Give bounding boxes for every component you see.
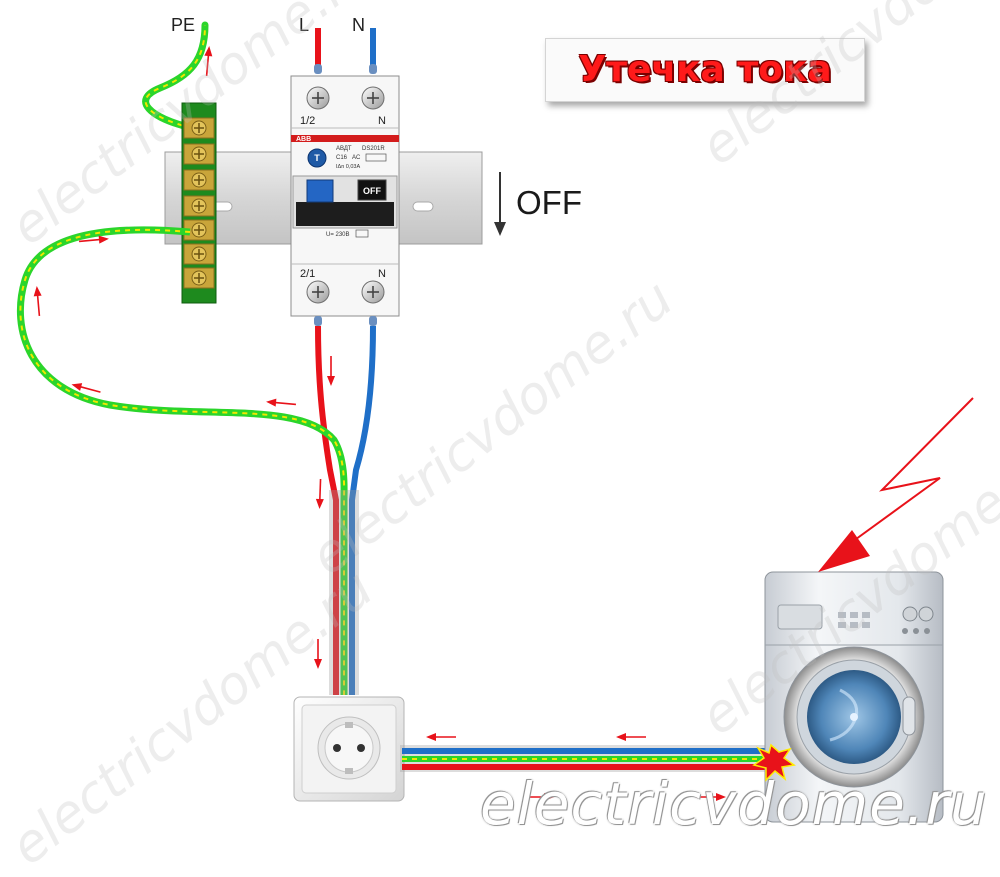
breaker-type: АВДТ [336, 146, 352, 152]
screw-terminal-icon [183, 117, 215, 139]
socket-icon [293, 696, 405, 802]
flow-arrow-icon [426, 733, 456, 741]
pole-top-right-label: N [378, 115, 386, 127]
screw-terminal-icon [183, 143, 215, 165]
breaker-brand: ABB [296, 136, 311, 143]
flow-arrow-icon [524, 793, 554, 801]
screw-terminal-icon [183, 267, 215, 289]
flow-arrow-icon [314, 639, 322, 669]
pe-wire-top [142, 21, 209, 132]
flow-arrow-icon [266, 398, 297, 407]
screw-terminal-icon [306, 86, 330, 110]
flow-arrow-icon [315, 478, 324, 509]
rcbo-breaker: ABB T АВДТ DS201R C16 AC IΔn 0,03A OFF U… [290, 75, 400, 317]
appliance-cable [400, 745, 768, 772]
pole-bottom-right-label: N [378, 268, 386, 280]
lightning-bolt-icon [818, 397, 974, 572]
screw-terminal-icon [183, 169, 215, 191]
earth-busbar [181, 102, 217, 304]
l-label: L [299, 15, 310, 35]
n-label: N [352, 15, 365, 35]
flow-arrow-icon [71, 383, 101, 393]
screw-terminal-icon [361, 86, 385, 110]
page-title: Утечка тока [578, 49, 832, 90]
flow-arrow-icon [616, 733, 646, 741]
breaker-rating: C16 [336, 155, 348, 161]
title-box: Утечка тока [545, 38, 865, 102]
test-button[interactable] [307, 148, 327, 168]
screw-terminal-icon [306, 280, 330, 304]
incoming-wires [314, 28, 377, 74]
flow-arrows [33, 46, 726, 801]
flow-arrow-icon [78, 235, 109, 244]
flow-arrow-icon [696, 793, 726, 801]
toggle-lever[interactable] [306, 179, 334, 203]
breaker-current-type: AC [352, 155, 361, 161]
leakage-diagram: ABB T АВДТ DS201R C16 AC IΔn 0,03A OFF U… [16, 21, 974, 823]
flow-arrow-icon [204, 46, 213, 77]
outgoing-wires [16, 226, 377, 695]
off-arrow-icon [494, 172, 506, 236]
test-button-label: T [314, 153, 320, 163]
washing-machine-icon [764, 571, 944, 823]
off-label: OFF [516, 184, 582, 221]
flow-arrow-icon [33, 286, 42, 317]
screw-terminal-icon [183, 195, 215, 217]
flow-arrow-icon [327, 356, 335, 386]
screw-terminal-icon [183, 243, 215, 265]
breaker-voltage: U= 230В [326, 232, 350, 238]
watermark-bottom: electricvdome.ru [480, 770, 988, 838]
pe-label: PE [171, 15, 196, 35]
screw-terminal-icon [361, 280, 385, 304]
breaker-model: DS201R [362, 146, 385, 152]
pole-bottom-left-label: 2/1 [300, 268, 315, 280]
spark-icon [752, 743, 796, 782]
screw-terminal-icon [183, 219, 215, 241]
breaker-leakage: IΔn 0,03A [336, 164, 360, 170]
switch-state-label: OFF [363, 186, 381, 196]
pole-top-left-label: 1/2 [300, 115, 315, 127]
